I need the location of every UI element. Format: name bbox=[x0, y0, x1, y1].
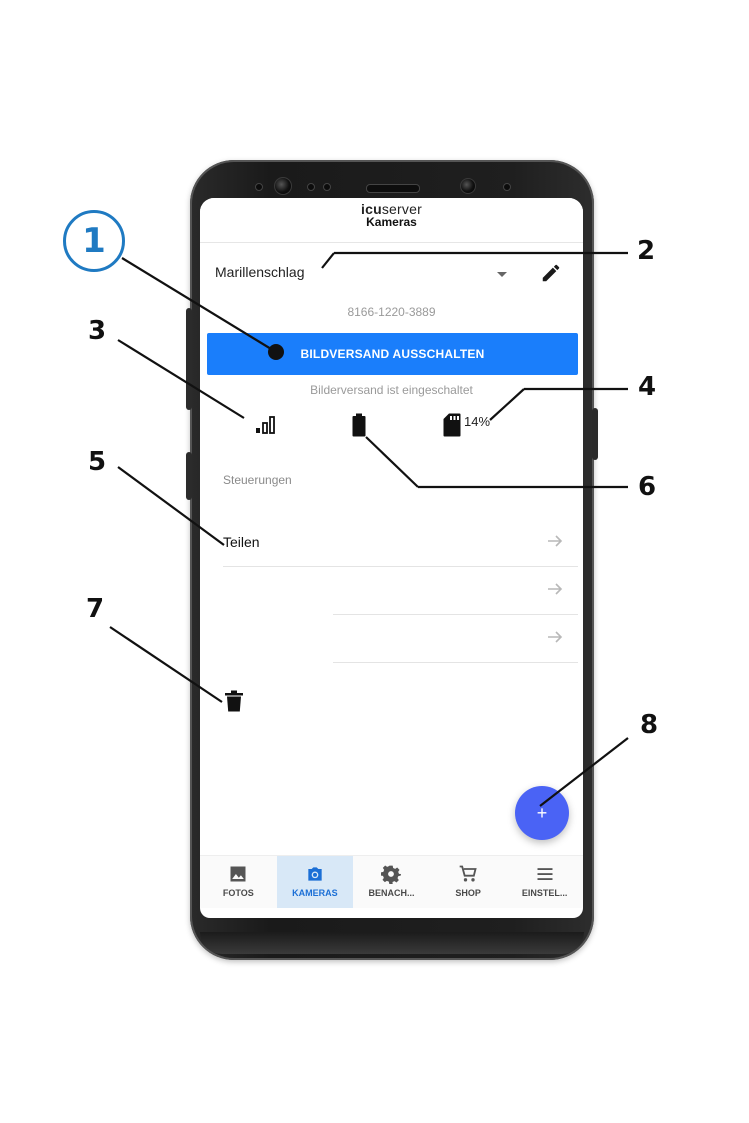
bottom-nav: FOTOS KAMERAS BENACH... SHOP EINSTEL... bbox=[200, 855, 583, 908]
phone-side-button-upper bbox=[186, 308, 192, 410]
callout-number-8: 8 bbox=[640, 710, 659, 740]
edit-pencil-icon[interactable] bbox=[540, 262, 562, 284]
nav-label: EINSTEL... bbox=[521, 888, 568, 898]
nav-item-fotos[interactable]: FOTOS bbox=[200, 856, 277, 908]
callout-number-4: 4 bbox=[638, 372, 657, 402]
gear-icon bbox=[381, 865, 402, 884]
brand-logo: icuserver bbox=[361, 201, 422, 217]
nav-label: BENACH... bbox=[368, 888, 415, 898]
front-camera bbox=[274, 177, 292, 195]
divider bbox=[333, 662, 578, 663]
trash-icon[interactable] bbox=[224, 690, 244, 712]
dropdown-caret-icon[interactable] bbox=[497, 272, 507, 277]
nav-label: FOTOS bbox=[222, 888, 254, 898]
nav-item-kameras[interactable]: KAMERAS bbox=[276, 856, 354, 908]
toggle-image-sending-button[interactable]: BILDVERSAND AUSSCHALTEN bbox=[207, 333, 578, 375]
arrow-right-icon bbox=[548, 583, 563, 595]
signal-bars-icon bbox=[256, 416, 275, 434]
nav-item-einstellungen[interactable]: EINSTEL... bbox=[506, 856, 583, 908]
sd-card-icon bbox=[443, 413, 461, 437]
list-item[interactable] bbox=[223, 568, 578, 615]
camera-icon bbox=[308, 867, 322, 881]
sd-card-usage: 14% bbox=[464, 414, 491, 429]
menu-icon bbox=[537, 868, 553, 880]
front-sensor bbox=[460, 178, 476, 194]
nav-item-benachrichtigungen[interactable]: BENACH... bbox=[353, 856, 430, 908]
camera-id: 8166-1220-3889 bbox=[347, 305, 436, 319]
divider bbox=[333, 614, 578, 615]
callout-number-3: 3 bbox=[88, 316, 107, 346]
camera-select[interactable]: Marillenschlag bbox=[215, 264, 305, 280]
callout-number-2: 2 bbox=[637, 236, 656, 266]
section-title: Steuerungen bbox=[223, 473, 292, 487]
divider bbox=[223, 566, 578, 567]
app-header: icuserver Kameras bbox=[200, 198, 583, 243]
callout-number-6: 6 bbox=[638, 472, 657, 502]
nav-item-shop[interactable]: SHOP bbox=[430, 856, 507, 908]
callout-number-1: 1 bbox=[63, 210, 125, 272]
callout-number-7: 7 bbox=[86, 594, 105, 624]
cart-icon bbox=[459, 865, 477, 882]
nav-label: SHOP bbox=[455, 888, 481, 898]
sensor-dot bbox=[503, 183, 511, 191]
page-title: Kameras bbox=[366, 215, 417, 229]
battery-icon bbox=[352, 413, 366, 437]
app-screen: icuserver Kameras Marillenschlag 8166-12… bbox=[200, 198, 583, 918]
arrow-right-icon bbox=[548, 535, 563, 547]
phone-side-button-lower bbox=[186, 452, 192, 500]
add-fab-button[interactable]: + bbox=[515, 786, 569, 840]
list-item-share[interactable]: Teilen bbox=[223, 520, 578, 567]
image-icon bbox=[230, 866, 246, 882]
callout-number-5: 5 bbox=[88, 447, 107, 477]
list-item-label: Teilen bbox=[223, 534, 260, 550]
list-item[interactable] bbox=[223, 616, 578, 663]
nav-label: KAMERAS bbox=[292, 888, 338, 898]
earpiece-speaker bbox=[366, 184, 420, 193]
phone-power-button bbox=[592, 408, 598, 460]
sensor-dot bbox=[307, 183, 315, 191]
sensor-dot bbox=[255, 183, 263, 191]
sending-status-text: Bilderversand ist eingeschaltet bbox=[310, 383, 473, 397]
sensor-dot bbox=[323, 183, 331, 191]
arrow-right-icon bbox=[548, 631, 563, 643]
